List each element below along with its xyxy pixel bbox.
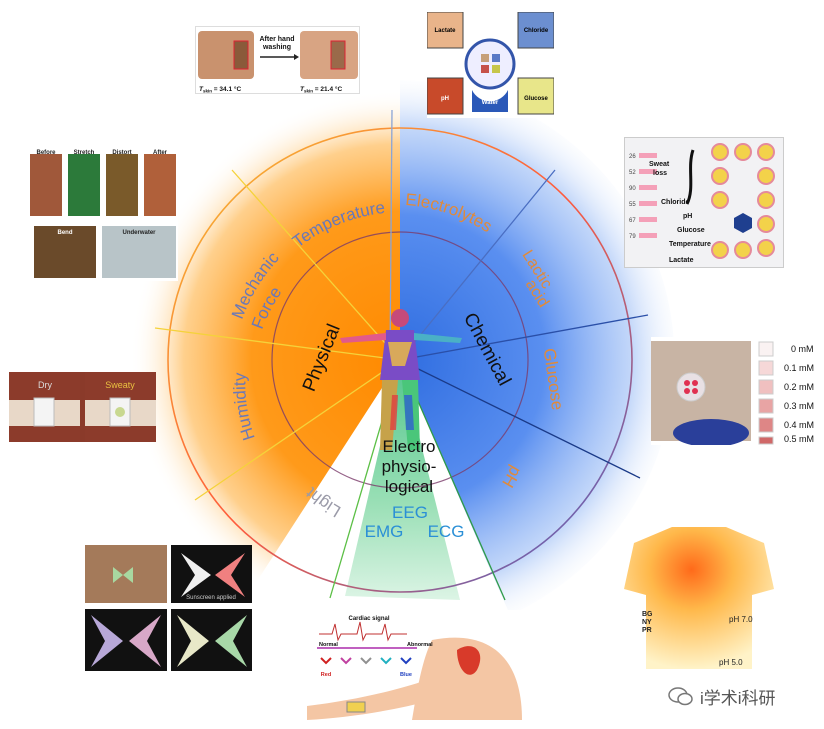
physical-sector-glow <box>120 80 401 595</box>
temp-arrow-label-2: washing <box>262 44 291 51</box>
glucose-level-2: 0.2 mM <box>784 382 814 392</box>
temp-before-label: Tskin = 34.1 °C <box>199 85 241 94</box>
glucose-panel: 0 mM 0.1 mM 0.2 mM 0.3 mM 0.4 mM 0.5 mM <box>651 337 819 445</box>
sweat-patch-panel: 26 52 90 55 67 79 Sweat loss Chloride pH… <box>624 137 784 268</box>
ecg-title: Cardiac signal <box>348 616 389 622</box>
electro-sector-label-2: physio- <box>382 457 437 476</box>
mech-stretch-label: Stretch <box>74 150 95 156</box>
ecg-normal-label: Normal <box>319 642 338 648</box>
ph-art: BG NY PR pH 7.0 pH 5.0 <box>624 527 774 669</box>
sweat-row-numbers: 26 52 90 55 67 79 <box>629 154 636 240</box>
temperature-panel: After hand washing Tskin = 34.1 °C Tskin… <box>195 26 360 94</box>
temp-arrow-label-1: After hand <box>260 36 295 43</box>
ecg-label: ECG <box>428 522 465 541</box>
ph-7-label: pH 7.0 <box>729 615 753 624</box>
electro-sector-glow <box>345 360 460 600</box>
electrolytes-chloride-label: Chloride <box>524 28 549 34</box>
ph-pr-label: PR <box>642 627 652 634</box>
humidity-art: Dry Sweaty <box>9 372 156 442</box>
glucose-level-1: 0.1 mM <box>784 363 814 373</box>
ecg-blue-label: Blue <box>400 672 412 678</box>
chemical-sector-glow <box>400 80 675 615</box>
sweat-chloride-label: Chloride <box>661 199 689 206</box>
sweat-loss-label-1: Sweat <box>649 161 670 168</box>
svg-text:52: 52 <box>629 170 636 176</box>
svg-text:55: 55 <box>629 202 636 208</box>
mech-underwater-label: Underwater <box>122 230 156 236</box>
ph-ny-label: NY <box>642 619 652 626</box>
glucose-level-4: 0.4 mM <box>784 420 814 430</box>
humidity-dry-label: Dry <box>38 380 52 390</box>
sweat-loss-label-2: loss <box>653 170 667 177</box>
sweat-glucose-label: Glucose <box>677 227 705 234</box>
electrolytes-ph-label: pH <box>441 96 449 102</box>
svg-text:67: 67 <box>629 218 636 224</box>
electro-sector-label-1: Electro <box>383 437 436 456</box>
mechanical-force-art: Before Stretch Distort After Bend Underw… <box>30 150 176 278</box>
watermark: i学术i科研 <box>668 680 818 712</box>
electrolytes-lactate-label: Lactate <box>434 28 456 34</box>
wechat-icon <box>668 687 693 706</box>
sweat-ph-label: pH <box>683 213 692 220</box>
svg-text:79: 79 <box>629 234 636 240</box>
sector-dividers <box>154 109 649 601</box>
electrolytes-panel: Lactate Chloride pH Glucose Water <box>427 12 554 118</box>
electrolytes-glucose-label: Glucose <box>524 96 548 102</box>
sweat-temperature-label: Temperature <box>669 241 711 248</box>
svg-text:26: 26 <box>629 154 636 160</box>
ecg-red-label: Red <box>321 672 331 678</box>
light-caption: Sunscreen applied <box>186 595 236 601</box>
ph-5-label: pH 5.0 <box>719 658 743 667</box>
sweat-lactate-label: Lactate <box>669 257 694 264</box>
svg-text:90: 90 <box>629 186 636 192</box>
inner-ring <box>271 231 529 489</box>
emg-label: EMG <box>365 522 404 541</box>
glucose-level-3: 0.3 mM <box>784 401 814 411</box>
light-panel: Sunscreen applied <box>85 545 252 671</box>
mech-bend-label: Bend <box>58 230 73 236</box>
humidity-sweaty-label: Sweaty <box>105 380 135 390</box>
light-art: Sunscreen applied <box>85 545 252 671</box>
watermark-text: i学术i科研 <box>700 688 776 708</box>
electro-sector-label-3: logical <box>385 477 433 496</box>
ecg-art: Cardiac signal Normal Abnormal Red Blue <box>307 616 522 720</box>
temp-after-label: Tskin = 21.4 °C <box>300 85 342 94</box>
glucose-art: 0 mM 0.1 mM 0.2 mM 0.3 mM 0.4 mM 0.5 mM <box>651 341 814 445</box>
glucose-level-5: 0.5 mM <box>784 434 814 444</box>
glucose-level-0: 0 mM <box>791 344 814 354</box>
electrolytes-panel-art: Lactate Chloride pH Glucose Water <box>427 12 554 115</box>
mech-distort-label: Distort <box>112 150 131 156</box>
mechanical-force-panel: Before Stretch Distort After Bend Underw… <box>30 148 178 281</box>
human-body-figure <box>340 309 462 450</box>
mech-before-label: Before <box>36 150 56 156</box>
ph-panel: BG NY PR pH 7.0 pH 5.0 <box>624 519 774 669</box>
mech-after-label: After <box>153 150 168 156</box>
outer-ring <box>167 127 633 593</box>
ecg-panel: Cardiac signal Normal Abnormal Red Blue <box>307 610 522 720</box>
sweat-patch-art: 26 52 90 55 67 79 Sweat loss Chloride pH… <box>629 143 775 264</box>
ph-bg-label: BG <box>642 611 653 618</box>
eeg-label: EEG <box>392 503 428 522</box>
electrolytes-water-label: Water <box>482 100 499 106</box>
temperature-panel-art: After hand washing Tskin = 34.1 °C Tskin… <box>198 31 358 94</box>
ecg-abnormal-label: Abnormal <box>407 642 433 648</box>
humidity-panel: Dry Sweaty <box>9 372 156 442</box>
